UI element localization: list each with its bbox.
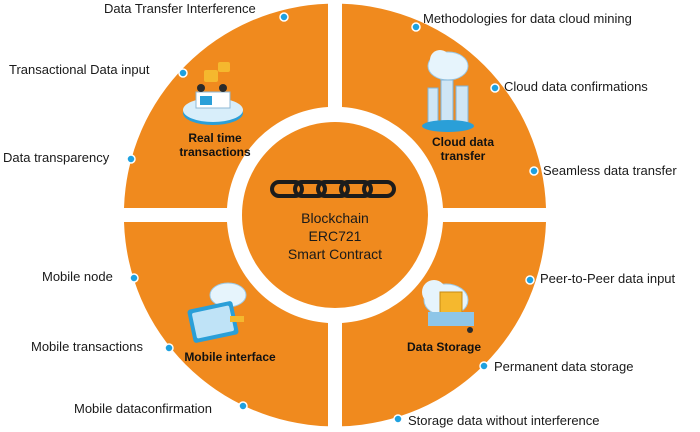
center-label: Blockchain ERC721 Smart Contract: [265, 209, 405, 263]
callout-label-tl-3: Data transparency: [3, 150, 110, 165]
callout-label-bl-2: Mobile transactions: [31, 339, 143, 354]
dot-tr-1: [411, 22, 421, 32]
dot-bl-2: [164, 343, 174, 353]
callout-label-tr-1: Methodologies for data cloud mining: [423, 11, 632, 26]
callout-label-tl-1: Data Transfer Interference: [104, 1, 256, 16]
callout-label-br-1: Peer-to-Peer data input: [540, 271, 676, 286]
quadrant-title-bottom-right-line1: Data Storage: [406, 340, 482, 354]
quadrant-title-top-right-line2: transfer: [440, 149, 486, 163]
dot-br-2: [479, 361, 489, 371]
callout-label-br-2: Permanent data storage: [494, 359, 634, 374]
dot-tr-2: [490, 83, 500, 93]
callout-label-bl-3: Mobile dataconfirmation: [74, 401, 213, 416]
center-disc: [242, 122, 428, 308]
callout-label-tr-2: Cloud data confirmations: [504, 79, 648, 94]
quadrant-title-top-right: Cloud data transfer: [413, 135, 513, 163]
cloud-server-icon: [422, 50, 474, 132]
quadrant-title-bottom-left: Mobile interface: [165, 350, 295, 364]
people-at-desk-icon: [183, 62, 243, 125]
quadrant-title-top-left: Real time transactions: [150, 131, 280, 159]
chain-icon: [270, 180, 396, 198]
quadrant-title-top-left-line1: Real time: [188, 131, 242, 145]
mobile-device-icon: [187, 282, 247, 343]
dot-tl-1: [279, 12, 289, 22]
storage-cloud-icon: [422, 280, 474, 333]
callout-dots: [126, 12, 539, 424]
dot-br-3: [393, 414, 403, 424]
dot-tl-2: [178, 68, 188, 78]
center-line-2: ERC721: [308, 228, 362, 244]
callout-label-br-3: Storage data without interference: [408, 413, 600, 428]
quadrant-title-bottom-left-line1: Mobile interface: [184, 350, 276, 364]
quadrant-title-top-right-line1: Cloud data: [432, 135, 494, 149]
callout-label-tr-3: Seamless data transfer: [543, 163, 677, 178]
quadrant-title-bottom-right: Data Storage: [394, 340, 494, 354]
dot-br-1: [525, 275, 535, 285]
callout-label-bl-1: Mobile node: [42, 269, 113, 284]
callout-label-tl-2: Transactional Data input: [9, 62, 150, 77]
quadrant-title-top-left-line2: transactions: [179, 145, 251, 159]
dot-bl-3: [238, 401, 248, 411]
dot-tr-3: [529, 166, 539, 176]
center-line-3: Smart Contract: [287, 246, 383, 262]
dot-bl-1: [129, 273, 139, 283]
dot-tl-3: [126, 154, 136, 164]
center-line-1: Blockchain: [301, 210, 369, 226]
